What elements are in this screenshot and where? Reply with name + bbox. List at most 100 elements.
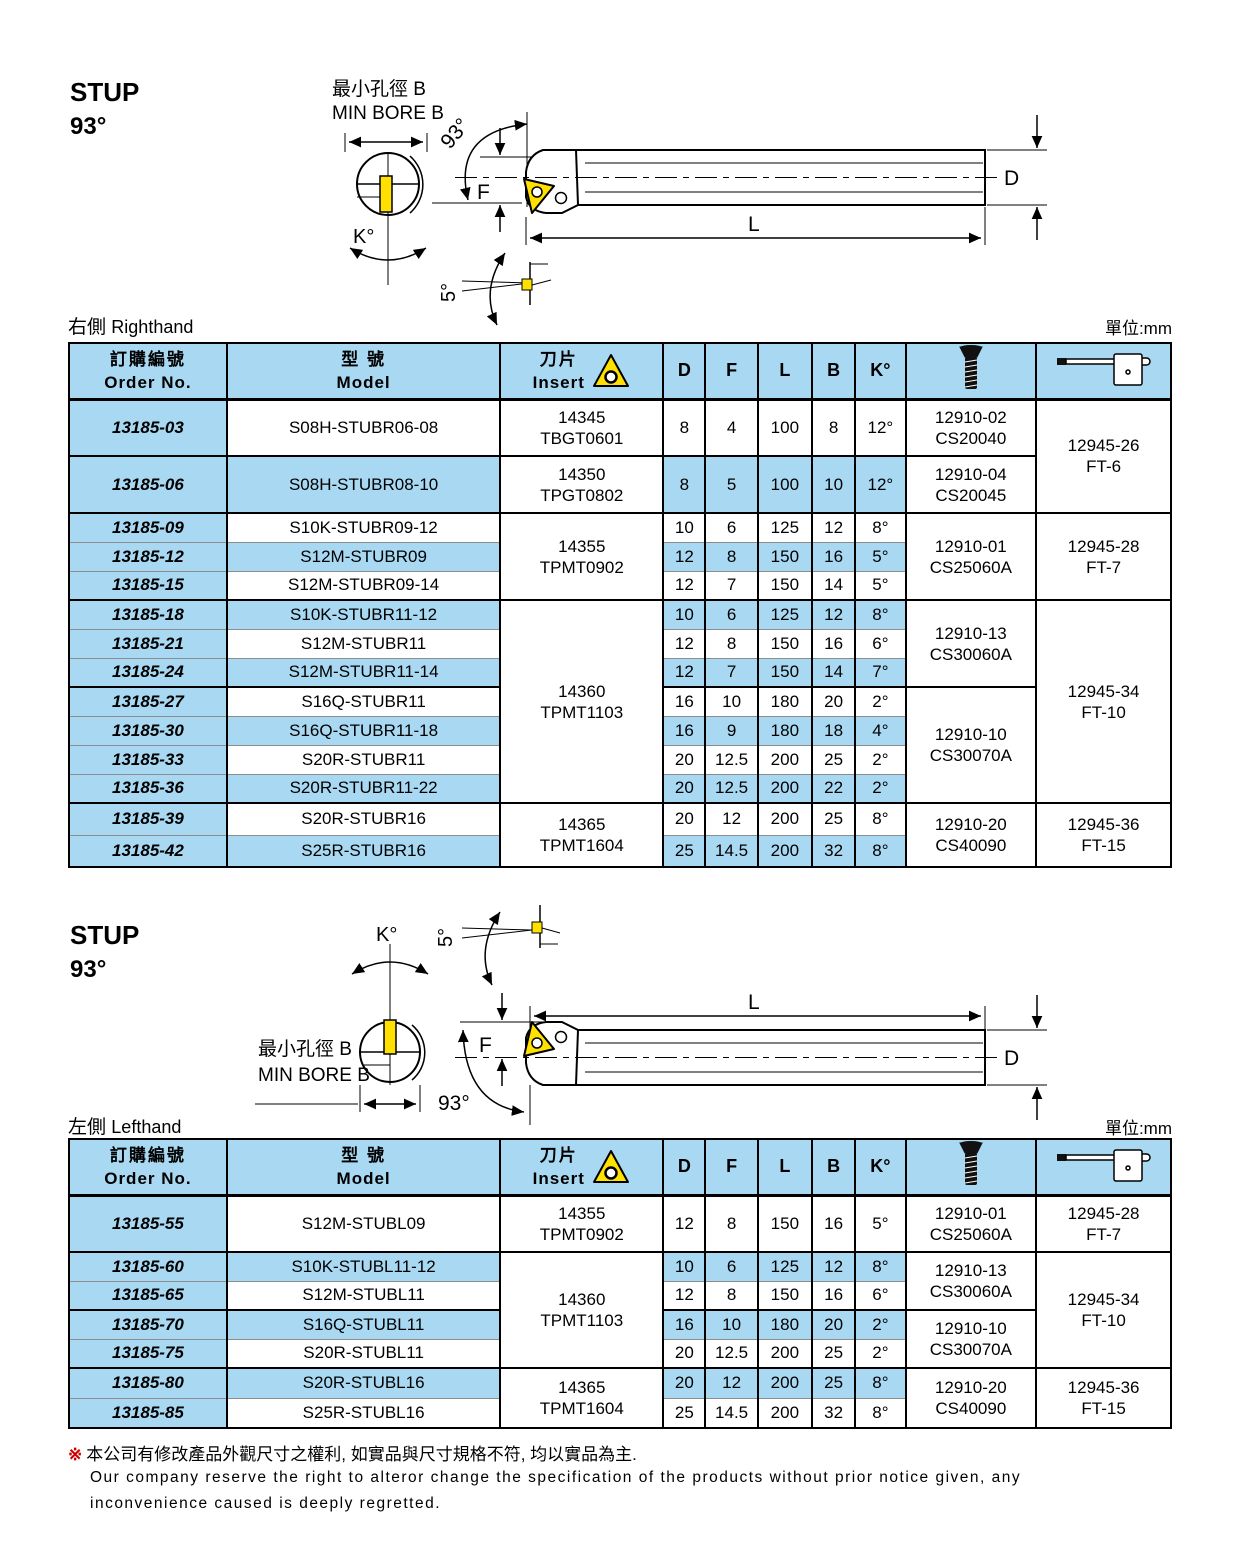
righthand-tool-diagram: STUP 93° 最小孔徑 B MIN BORE B K° 93° F	[70, 77, 1047, 326]
model-cell: S08H-STUBR06-08	[225, 399, 502, 457]
table-row: 13185-70 S16Q-STUBL11 16 10 180 20 2° 12…	[68, 1310, 1171, 1369]
l-cell: 150	[756, 1195, 814, 1253]
l-cell: 125	[756, 600, 814, 630]
k-angle-label: K°	[353, 226, 374, 248]
k-cell: 5°	[854, 571, 907, 601]
d-cell: 12	[662, 571, 707, 601]
k-cell: 6°	[854, 1281, 907, 1311]
end-view-insert	[383, 1019, 397, 1055]
k-cell: 8°	[854, 600, 907, 630]
f-cell: 8	[704, 1195, 759, 1253]
d-cell: 20	[662, 803, 707, 836]
f-cell: 7	[704, 658, 759, 688]
table-row: 13185-24 S12M-STUBR11-14 12 7 150 14 7°	[68, 658, 1171, 688]
torx-key-icon	[1056, 1149, 1151, 1182]
k-cell: 8°	[854, 1252, 907, 1282]
b-cell: 10	[810, 456, 857, 514]
min-bore-label-en: MIN BORE B	[258, 1065, 370, 1086]
k-cell: 2°	[854, 774, 907, 804]
l-cell: 200	[756, 803, 814, 836]
righthand-section-label: 右側 Righthand	[68, 317, 194, 338]
l-cell: 200	[756, 1398, 814, 1429]
d-cell: 10	[662, 513, 707, 543]
model-cell: S20R-STUBL11	[225, 1339, 502, 1369]
k-cell: 2°	[854, 745, 907, 775]
section-angle: 93°	[70, 113, 106, 140]
b-cell: 16	[810, 1195, 857, 1253]
table-row: 13185-15 S12M-STUBR09-14 12 7 150 14 5°	[68, 571, 1171, 601]
l-cell: 150	[756, 629, 814, 659]
order-no-cell: 13185-65	[68, 1281, 228, 1311]
col-torx-key	[1035, 343, 1172, 401]
footnote-en-line2: inconvenience caused is deeply regretted…	[90, 1495, 442, 1512]
d-cell: 12	[662, 1195, 707, 1253]
k-cell: 8°	[854, 1398, 907, 1429]
l-cell: 125	[756, 1252, 814, 1282]
b-cell: 14	[810, 658, 857, 688]
f-cell: 12.5	[704, 745, 759, 775]
model-cell: S08H-STUBR08-10	[225, 456, 502, 514]
k-cell: 7°	[854, 658, 907, 688]
model-cell: S20R-STUBL16	[225, 1368, 502, 1399]
l-cell: 150	[756, 571, 814, 601]
model-cell: S12M-STUBR11	[225, 629, 502, 659]
f-cell: 12	[704, 1368, 759, 1399]
f-cell: 10	[704, 1310, 759, 1340]
d-cell: 10	[662, 1252, 707, 1282]
order-no-cell: 13185-33	[68, 745, 228, 775]
l-cell: 125	[756, 513, 814, 543]
k-cell: 4°	[854, 716, 907, 746]
d-cell: 25	[662, 835, 707, 868]
order-no-cell: 13185-36	[68, 774, 228, 804]
f-cell: 12.5	[704, 774, 759, 804]
order-no-cell: 13185-85	[68, 1398, 228, 1429]
order-no-cell: 13185-30	[68, 716, 228, 746]
b-cell: 14	[810, 571, 857, 601]
l-cell: 180	[756, 1310, 814, 1340]
l-cell: 200	[756, 835, 814, 868]
k-cell: 8°	[854, 1368, 907, 1399]
b-cell: 25	[810, 803, 857, 836]
b-cell: 12	[810, 600, 857, 630]
k-cell: 2°	[854, 1339, 907, 1369]
clamp-screw-icon	[959, 1141, 983, 1186]
f-cell: 12	[704, 803, 759, 836]
end-view-insert	[379, 175, 393, 213]
col-b: B	[810, 343, 857, 401]
b-cell: 25	[810, 1339, 857, 1369]
k-cell: 2°	[854, 1310, 907, 1340]
table-row: 13185-36 S20R-STUBR11-22 20 12.5 200 22 …	[68, 774, 1171, 804]
model-cell: S20R-STUBR11	[225, 745, 502, 775]
triangular-insert-icon	[592, 1149, 629, 1183]
order-no-cell: 13185-42	[68, 835, 228, 868]
reference-mark: ※	[68, 1445, 83, 1464]
b-cell: 25	[810, 1368, 857, 1399]
model-cell: S10K-STUBL11-12	[225, 1252, 502, 1282]
col-d: D	[662, 343, 707, 401]
l-cell: 180	[756, 687, 814, 717]
d-cell: 12	[662, 542, 707, 572]
b-cell: 32	[810, 835, 857, 868]
b-cell: 16	[810, 1281, 857, 1311]
